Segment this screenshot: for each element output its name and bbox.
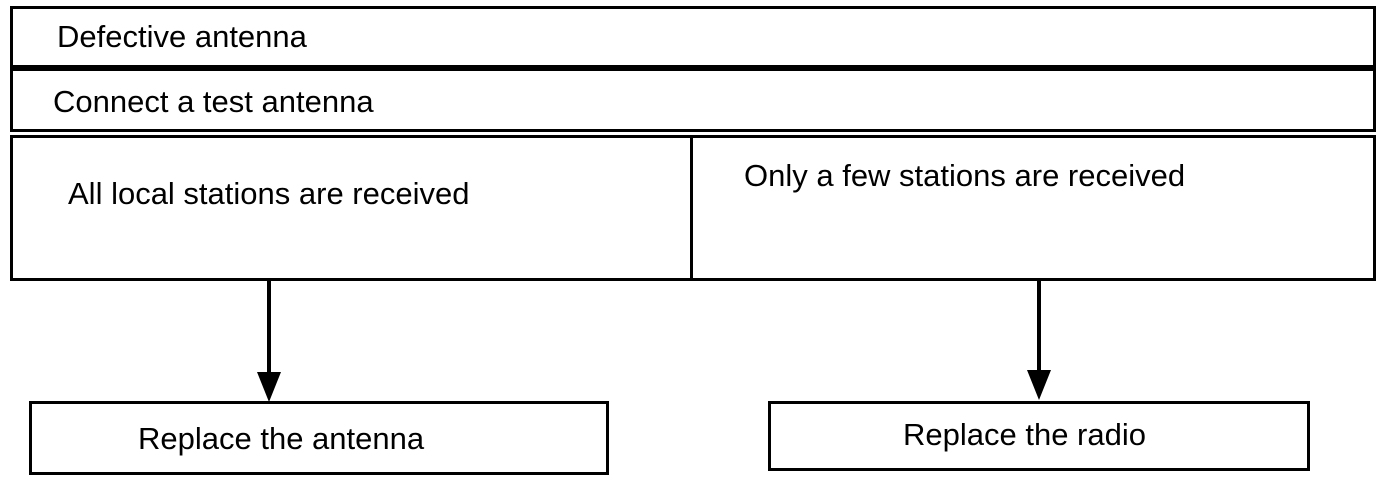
action-right-label: Replace the radio [903,417,1146,452]
action-right-box [768,401,1310,471]
action-left-label: Replace the antenna [138,421,425,456]
outcome-left-label: All local stations are received [68,176,470,211]
outcome-right-label: Only a few stations are received [744,158,1186,193]
action-left-box [29,401,609,475]
problem-label: Defective antenna [57,19,307,54]
test-step-label: Connect a test antenna [53,84,374,119]
outcomes-box [10,135,1376,281]
test-step-box [10,68,1376,132]
outcomes-divider [690,137,693,279]
arrow-left [257,281,281,402]
problem-box [10,6,1376,68]
arrow-right [1027,281,1051,400]
